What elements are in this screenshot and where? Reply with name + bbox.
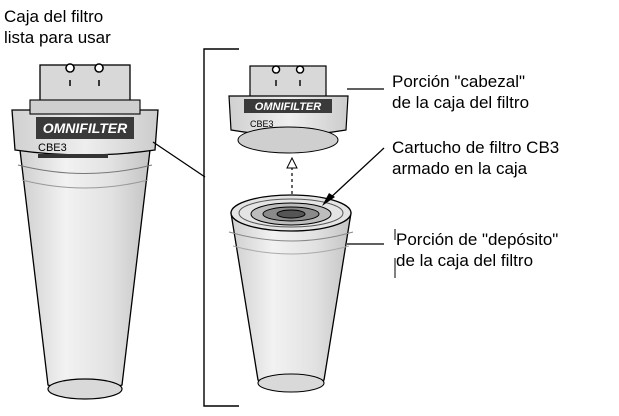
cartridge-label-line2: armado en la caja [392, 159, 528, 178]
keyhole-icon [94, 63, 104, 86]
keyhole-icon [65, 63, 75, 86]
head-portion-label-line1: Porción "cabezal" [392, 72, 526, 91]
head-portion-label: Porción "cabezal" de la caja del filtro [392, 71, 529, 113]
sump-portion [228, 194, 354, 393]
assembled-housing-label-line1: Caja del filtro [4, 7, 104, 26]
sump-portion-label-line2: de la caja del filtro [396, 251, 534, 270]
assembled-model-text: CBE3 [38, 142, 67, 154]
assembled-housing-label: Caja del filtro lista para usar [4, 6, 111, 48]
head-portion: OMNIFILTER CBE3 [228, 65, 349, 154]
head-model-text: CBE3 [250, 119, 274, 129]
assembled-housing-label-line2: lista para usar [4, 28, 111, 47]
assembled-sump [19, 149, 151, 394]
cartridge-label: Cartucho de filtro CB3 armado en la caja [392, 137, 559, 179]
assembled-brand-text: OMNIFILTER [43, 120, 128, 136]
keyhole-icon [271, 65, 281, 86]
head-brand-text: OMNIFILTER [255, 101, 321, 113]
cartridge-label-line1: Cartucho de filtro CB3 [392, 138, 560, 157]
sump-portion-label-line1: Porción de "depósito" [396, 230, 559, 249]
assembled-housing: OMNIFILTER CBE3 [11, 63, 159, 400]
sump-portion-label: Porción de "depósito" de la caja del fil… [396, 229, 558, 271]
keyhole-icon [295, 65, 305, 86]
exploded-view-bracket [203, 48, 239, 407]
head-portion-label-line2: de la caja del filtro [392, 93, 530, 112]
